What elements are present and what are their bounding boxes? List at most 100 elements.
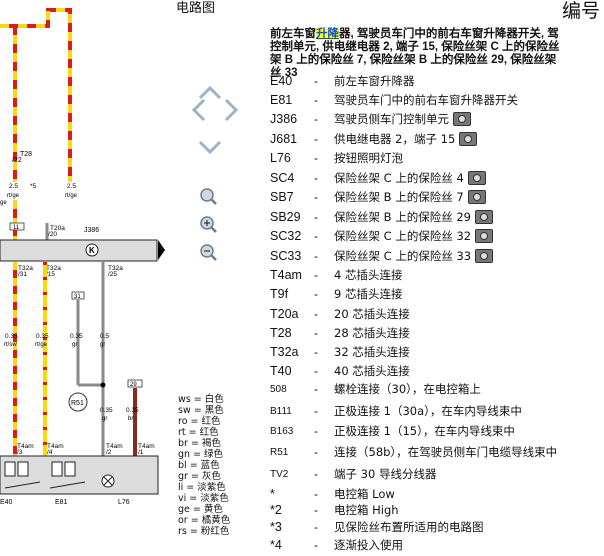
legend-code: L76 [270, 151, 291, 165]
legend-text: 20 芯插头连接 [334, 307, 410, 321]
legend-dash: - [314, 190, 318, 204]
legend-row: E81-驾驶员车门中的前右车窗升降器开关 [270, 90, 518, 110]
color-code-item: vi = 淡紫色 [178, 493, 229, 504]
zoom-out-icon[interactable] [200, 244, 217, 261]
legend-code: SC32 [270, 229, 302, 243]
svg-text:K: K [89, 246, 95, 255]
component-l76: L76 [118, 499, 130, 506]
legend-text: 保险丝架 C 上的保险丝 4 [334, 171, 464, 185]
legend-code: TV2 [270, 468, 289, 480]
legend-row: SB7 - 保险丝架 B 上的保险丝 7 [270, 187, 486, 207]
camera-icon[interactable] [475, 210, 493, 224]
legend-code: T40 [270, 364, 292, 378]
legend-row: T40-40 芯插头连接 [270, 361, 410, 381]
legend-dash: - [314, 467, 318, 481]
pan-left-icon[interactable] [191, 98, 206, 122]
wire-size: 0.35 [36, 333, 49, 340]
legend-text: 连接（58b），在驾驶员侧车门电缆导线束中 [334, 445, 558, 459]
j386-box[interactable] [0, 239, 158, 262]
component-j386: J386 [84, 227, 99, 234]
legend-dash: - [314, 326, 318, 340]
legend-row: L76-按钮照明灯泡 [270, 148, 403, 168]
wire-size: 0.35 [100, 407, 113, 414]
legend-text: 正极连接 1（30a），在车内导线束中 [334, 404, 522, 418]
legend-text: 保险丝架 B 上的保险丝 29 [334, 210, 471, 224]
legend-row: B111-正极连接 1（30a），在车内导线束中 [270, 401, 522, 421]
fuse-number: 29 [130, 382, 137, 388]
legend-dash: - [314, 74, 318, 88]
connector-t20a: T20a [50, 225, 65, 232]
color-code-item: ws = 白色 [178, 394, 224, 405]
color-code-item: gr = 灰色 [178, 471, 221, 482]
camera-icon[interactable] [467, 190, 486, 204]
legend-code: T20a [270, 307, 299, 321]
wire-size: 0.35 [70, 333, 83, 340]
camera-icon[interactable] [453, 112, 471, 126]
camera-icon[interactable] [475, 249, 494, 263]
expand-right-arrow[interactable] [158, 240, 165, 260]
legend-code: T4am [270, 268, 302, 282]
legend-code: SB7 [270, 190, 294, 204]
wire-color: gr [100, 342, 105, 348]
legend-text: 9 芯插头连接 [334, 287, 403, 301]
legend-text: 保险丝架 C 上的保险丝 33 [334, 249, 472, 263]
pan-down-icon[interactable] [198, 140, 222, 155]
legend-code: B111 [270, 405, 292, 417]
wire-size: 0.5 [100, 333, 109, 340]
diagram-title: 电路图 [176, 1, 216, 16]
color-code-item: sw = 黑色 [178, 405, 224, 416]
legend-code: E81 [270, 93, 293, 107]
viewer-controls [191, 85, 239, 261]
connector-t4am-pin: /4 [47, 449, 53, 456]
wire-color-left: ge [0, 200, 7, 206]
zoom-in-icon[interactable] [200, 216, 217, 233]
color-code-item: or = 橘黄色 [178, 515, 231, 526]
connector-t4am-pin: /2 [106, 449, 112, 456]
connection-r51[interactable] [68, 392, 88, 412]
wire-color: rt/ge [65, 193, 78, 199]
wire-color: rt/ge [7, 193, 20, 199]
legend-row: J681-供电继电器 2，端子 15 [270, 129, 478, 149]
connector-t4am: T4am [106, 443, 123, 450]
connector-t32a-pin: /15 [46, 271, 55, 278]
legend-row: J386-驾驶员侧车门控制单元 [270, 109, 471, 129]
legend-code: E40 [270, 74, 293, 88]
camera-icon[interactable] [459, 132, 478, 146]
legend-text: 4 芯插头连接 [334, 268, 403, 282]
legend-code: T9f [270, 287, 289, 301]
legend-text: 保险丝架 B 上的保险丝 7 [334, 190, 464, 204]
legend-text: 电控箱 Low [334, 487, 395, 501]
legend-row: SC32-保险丝架 C 上的保险丝 32 [270, 226, 494, 246]
wire-size: 0.35 [5, 333, 18, 340]
legend-code: B163 [270, 425, 294, 437]
legend-text: 32 芯插头连接 [334, 345, 410, 359]
connection-r51-label: R51 [71, 400, 84, 407]
legend-row: SC4 - 保险丝架 C 上的保险丝 4 [270, 168, 486, 188]
legend-text: 40 芯插头连接 [334, 364, 410, 378]
legend-dash: - [314, 171, 318, 185]
number-label: 编号 [562, 0, 601, 22]
camera-icon[interactable] [467, 171, 486, 185]
legend-row: 508-螺栓连接（30），在电控箱上 [270, 379, 481, 399]
legend-row: SB29-保险丝架 B 上的保险丝 29 [270, 207, 493, 227]
wiring-diagram[interactable]: T28 /22 2.5 rt/ge *5 2.5 rt/ge ge 11 T20… [0, 0, 180, 556]
legend-row: TV2-端子 30 导线分线器 [270, 464, 436, 484]
pan-up-icon[interactable] [198, 85, 222, 100]
pan-right-icon[interactable] [224, 98, 239, 122]
legend-row: E40-前左车窗升降器 [270, 71, 415, 91]
wire-size: 2.5 [67, 183, 76, 190]
wire-red-yellow-mid [13, 262, 47, 456]
legend-code: T32a [270, 345, 299, 359]
description-line: 架 B 上的保险丝 7, 保险丝架 B 上的保险丝 29, 保险丝架 [270, 54, 557, 66]
legend-code: SC33 [270, 249, 302, 263]
zoom-fit-icon[interactable] [200, 188, 217, 205]
wire-size: 0.35 [126, 407, 139, 414]
camera-icon[interactable] [475, 229, 494, 243]
highlighted-term[interactable]: 升降 [316, 28, 339, 40]
legend-text: 电控箱 High [334, 503, 399, 517]
connector-t28: T28 [20, 151, 32, 158]
connector-t32a-pin: /25 [108, 271, 117, 278]
legend-dash: - [314, 210, 318, 224]
legend-dash: - [314, 229, 318, 243]
legend-code: SC4 [270, 171, 295, 185]
